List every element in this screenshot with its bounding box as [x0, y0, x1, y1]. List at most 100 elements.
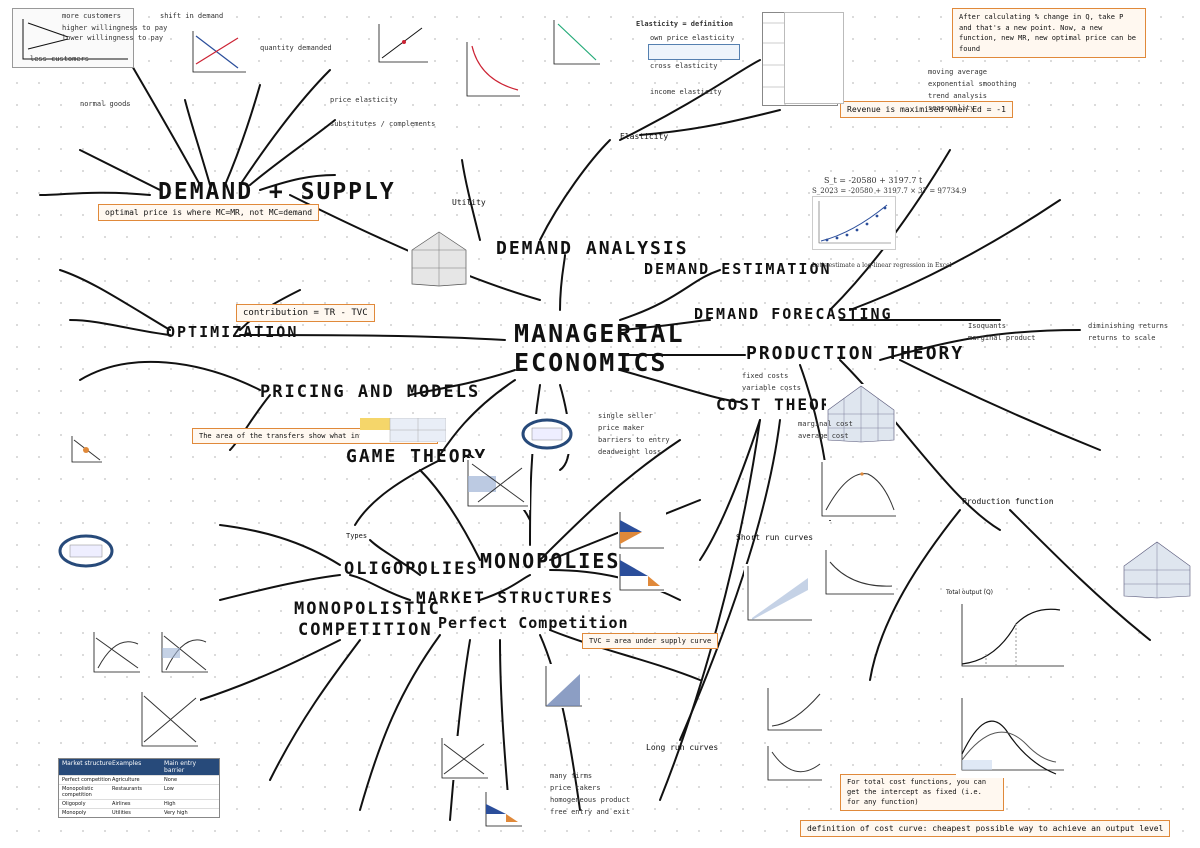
label-production-function: Production function	[962, 497, 1054, 506]
perfect-note-2: price takers	[550, 784, 601, 792]
perfect-comp-chart-2	[484, 790, 524, 828]
forecast-eq-2: S_2023 = -20580 + 3197.7 × 37 = 97734.9	[812, 187, 967, 195]
main-title-line1: MANAGERIAL	[514, 319, 685, 348]
elasticity-formula-box	[648, 44, 740, 60]
monopoly-circle-diagram	[518, 414, 576, 454]
branch-pricing-models: PRICING AND MODELS	[260, 382, 481, 402]
callout-after-calc: After calculating % change in Q, take P …	[952, 8, 1146, 58]
cost-curve-chart	[818, 460, 898, 520]
branch-game-theory: GAME THEORY	[346, 446, 488, 467]
ds-note-4: substitutes / complements	[330, 120, 436, 128]
ds-note-3: price elasticity	[330, 96, 398, 104]
table-cell: Airlines	[112, 801, 131, 807]
customer-note-2: higher willingness to pay	[62, 24, 168, 32]
production-note-3: diminishing returns	[1088, 322, 1169, 330]
elasticity-note-2: own price elasticity	[650, 34, 735, 42]
perfect-note-3: homogeneous product	[550, 796, 631, 804]
production-note-1: Isoquants	[968, 322, 1006, 330]
cost-note-1: fixed costs	[742, 372, 789, 380]
characteristics-table	[784, 12, 844, 104]
branch-market-structures: MARKET STRUCTURES	[416, 588, 614, 607]
perfect-note-4: free entry and exit	[550, 808, 631, 816]
table-cell: Low	[164, 786, 174, 792]
branch-monopolistic-2: COMPETITION	[298, 620, 433, 640]
monopolistic-chart-1	[92, 630, 142, 674]
forecast-note-3: trend analysis	[928, 92, 988, 100]
elasticity-note-1: Elasticity = definition	[636, 20, 733, 28]
ac-curve-chart	[822, 548, 896, 598]
label-long-run: Long run curves	[646, 743, 719, 752]
branch-monopolies: MONOPOLIES	[480, 549, 621, 573]
game-payoff-matrix	[360, 417, 447, 443]
cost-note-3: marginal cost	[798, 420, 853, 428]
forecast-eq-1: S_t = -20580 + 3197.7 t	[824, 176, 923, 185]
label-utility: Utility	[452, 198, 486, 207]
table-header-examples: Examples	[112, 760, 142, 767]
production-note-2: marginal product	[968, 334, 1036, 342]
production-3d-surface	[826, 384, 896, 444]
cost-note-4: average cost	[798, 432, 849, 440]
branch-demand-estimation: DEMAND ESTIMATION	[644, 260, 832, 278]
lr-ac-chart	[764, 744, 824, 784]
table-cell: Very high	[164, 810, 188, 816]
demand-line-chart	[550, 18, 602, 68]
forecast-note-4: seasonality	[928, 104, 975, 112]
table-header-structure: Market structure	[62, 760, 112, 767]
cost-note-2: variable costs	[742, 384, 802, 392]
branch-demand-analysis: DEMAND ANALYSIS	[496, 238, 689, 259]
customer-note-1: more customers	[62, 12, 122, 20]
table-row: Perfect competition Agriculture None	[59, 775, 219, 784]
label-elasticity: Elasticity	[620, 132, 669, 141]
monopoly-note-3: barriers to entry	[598, 436, 670, 444]
branch-production-theory: PRODUCTION THEORY	[746, 343, 965, 364]
label-total-output: Total output (Q)	[946, 589, 994, 596]
table-cell: Restaurants	[112, 786, 143, 792]
market-structure-table: Market structure Examples Main entry bar…	[58, 758, 220, 818]
tvc-shaded-chart	[544, 664, 584, 708]
forecast-note-1: moving average	[928, 68, 988, 76]
table-header-barrier: Main entry barrier	[164, 760, 197, 774]
perfect-comp-chart-1	[440, 736, 490, 780]
elasticity-note-3: cross elasticity	[650, 62, 718, 70]
elasticity-note-4: income elasticity	[650, 88, 722, 96]
oligopoly-circle-diagram	[56, 530, 116, 572]
table-cell: Utilities	[112, 810, 131, 816]
table-cell: None	[164, 777, 178, 783]
branch-demand-forecasting: DEMAND FORECASTING	[694, 305, 893, 323]
forecast-note-2: exponential smoothing	[928, 80, 1017, 88]
branch-perfect-competition: Perfect Competition	[438, 614, 629, 632]
monopoly-note-1: single seller	[598, 412, 653, 420]
elasticity-curve-chart	[462, 40, 522, 100]
table-cell: Monopoly	[62, 810, 87, 816]
table-cell: Agriculture	[112, 777, 140, 783]
callout-optimal-price: optimal price is where MC=MR, not MC=dem…	[98, 204, 320, 221]
structure-3d-chart	[408, 228, 470, 290]
callout-tvc-area: TVC = area under supply curve	[582, 633, 719, 649]
table-row: Monopolistic competition Restaurants Low	[59, 784, 219, 799]
price-curve-chart	[374, 22, 430, 66]
lr-curve-chart	[764, 686, 824, 734]
ds-note-1: shift in demand	[160, 12, 224, 20]
branch-oligopolies: OLIGOPOLIES	[344, 559, 479, 579]
table-cell: Perfect competition	[62, 777, 111, 783]
forecast-eq-3: Let's estimate a log-linear regression i…	[812, 262, 952, 269]
table-cell: Monopolistic competition	[62, 786, 94, 798]
production-note-4: returns to scale	[1088, 334, 1156, 342]
callout-total-cost-fn: For total cost functions, you can get th…	[840, 774, 1004, 812]
table-row: Monopoly Utilities Very high	[59, 808, 219, 817]
customer-diagram	[12, 8, 134, 68]
callout-revenue-max: Revenue is maximised when Ed = -1	[840, 101, 1013, 118]
label-short-run: Short run curves	[736, 533, 814, 542]
label-types: Types	[346, 532, 368, 540]
callout-cost-def: definition of cost curve: cheapest possi…	[800, 820, 1171, 837]
branch-optimization: OPTIMIZATION	[166, 323, 299, 341]
monopolistic-chart-2	[160, 630, 210, 674]
main-title-line2: ECONOMICS	[514, 348, 668, 377]
customer-note-4: less customers	[30, 55, 90, 63]
supply-demand-chart	[188, 28, 248, 76]
branch-monopolistic-1: MONOPOLISTIC	[294, 599, 441, 619]
customer-note-3: lower willingness to pay	[62, 34, 164, 42]
monopoly-tri-chart-2	[618, 552, 666, 592]
customer-chart	[22, 19, 128, 60]
perfect-note-1: many firms	[550, 772, 593, 780]
